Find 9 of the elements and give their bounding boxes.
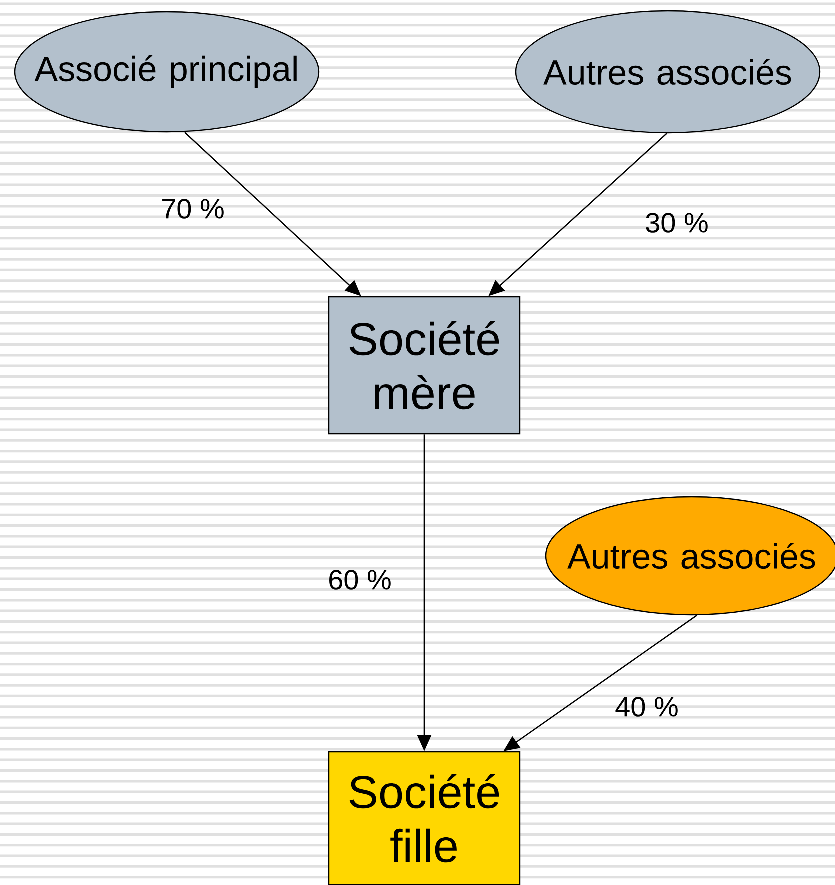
company-box: Société mère — [328, 296, 521, 435]
edge-label: 70 % — [162, 199, 224, 219]
edge-label: 30 % — [646, 213, 708, 233]
oval-node: Autres associés — [545, 496, 835, 616]
oval-node: Associé principal — [14, 11, 320, 133]
oval-node: Autres associés — [515, 10, 821, 134]
company-box: Société fille — [328, 751, 521, 885]
edge-label: 40 % — [616, 697, 678, 717]
edge-label: 60 % — [330, 570, 391, 590]
